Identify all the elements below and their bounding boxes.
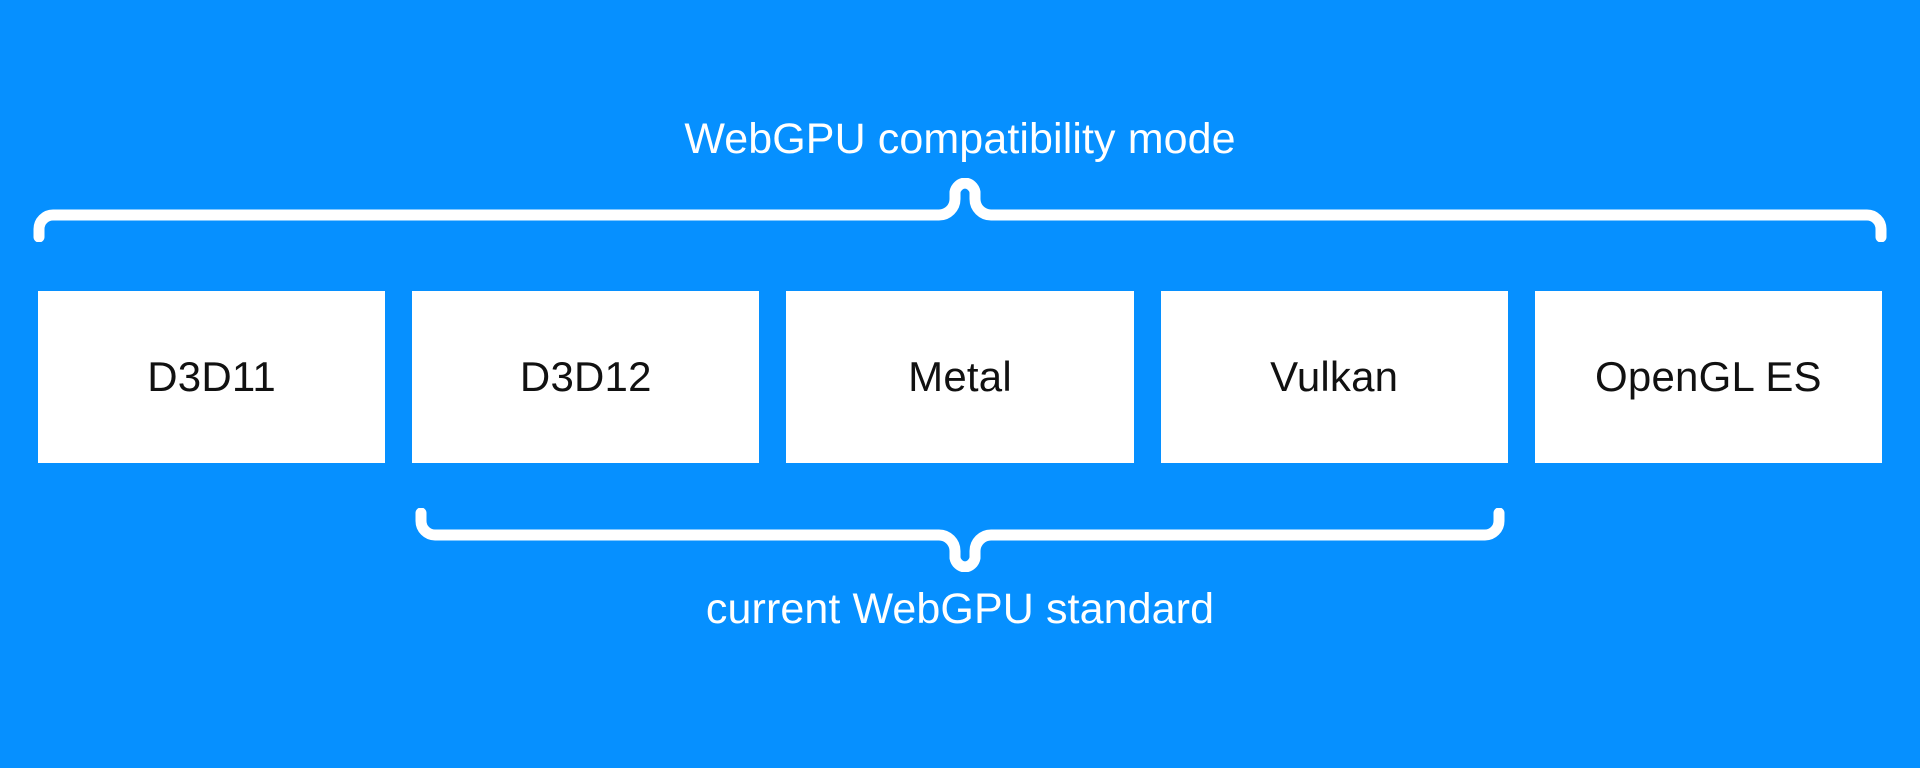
backend-box-d3d12[interactable]: D3D12 <box>412 291 760 463</box>
backend-box-label: D3D12 <box>519 353 652 400</box>
top-brace-icon <box>33 178 1887 242</box>
bottom-brace-icon <box>415 508 1505 572</box>
backend-box-label: OpenGL ES <box>1595 353 1822 400</box>
backend-box-metal[interactable]: Metal <box>786 291 1134 463</box>
backend-box-opengl-es[interactable]: OpenGL ES <box>1534 291 1883 463</box>
top-brace-label: WebGPU compatibility mode <box>684 115 1236 163</box>
backend-box-label: Metal <box>908 353 1012 400</box>
backend-box-row: D3D11 D3D12 Metal Vulkan OpenGL ES <box>38 291 1883 463</box>
backend-box-label: Vulkan <box>1270 353 1399 400</box>
backend-box-d3d11[interactable]: D3D11 <box>38 291 386 463</box>
bottom-brace-label: current WebGPU standard <box>705 585 1215 633</box>
backend-box-label: D3D11 <box>147 353 276 400</box>
backend-box-vulkan[interactable]: Vulkan <box>1160 291 1508 463</box>
